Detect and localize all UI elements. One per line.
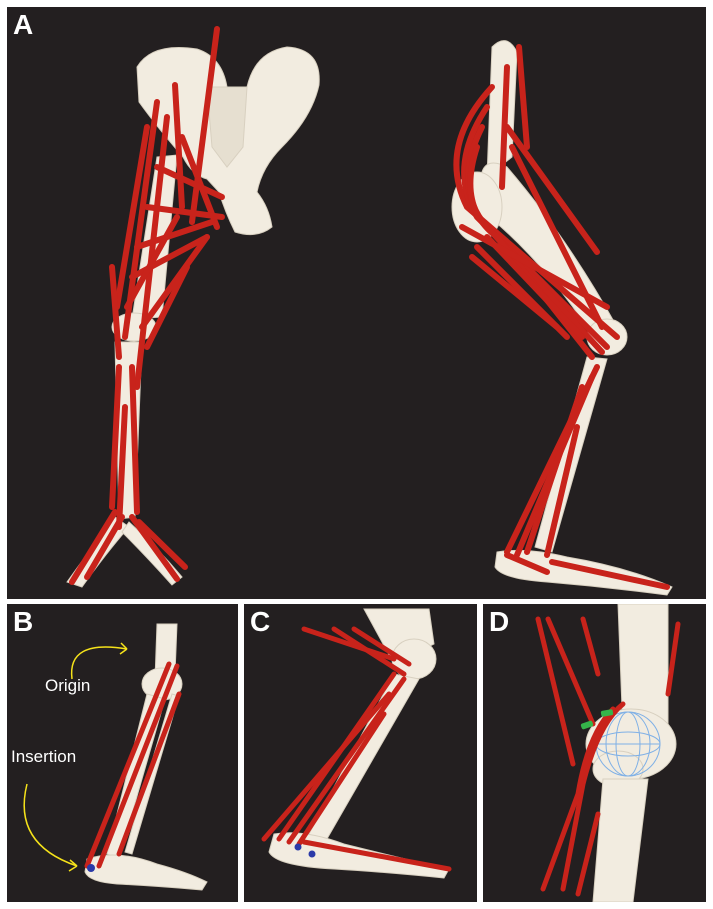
insertion-arrow bbox=[24, 784, 77, 866]
panel-a-illustration bbox=[7, 7, 706, 599]
insertion-label: Insertion bbox=[11, 747, 76, 767]
panel-d: D bbox=[483, 604, 706, 902]
panel-a-label: A bbox=[13, 9, 33, 41]
insertion-point-marker bbox=[87, 864, 95, 872]
panel-d-illustration bbox=[483, 604, 706, 902]
origin-arrow bbox=[72, 647, 127, 679]
panel-a: A bbox=[7, 7, 706, 599]
tibia-c bbox=[309, 674, 419, 844]
origin-label: Origin bbox=[45, 676, 90, 696]
panel-b: B Origin Insertion bbox=[7, 604, 238, 902]
panel-c-label: C bbox=[250, 606, 270, 638]
front-view-skeleton bbox=[67, 47, 319, 587]
tibia-d bbox=[593, 779, 648, 902]
panel-c: C bbox=[244, 604, 477, 902]
foot-side bbox=[495, 550, 672, 595]
panel-d-skeleton bbox=[586, 604, 676, 902]
panel-c-illustration bbox=[244, 604, 477, 902]
panel-b-label: B bbox=[13, 606, 33, 638]
foot-c bbox=[269, 833, 449, 878]
panel-d-label: D bbox=[489, 606, 509, 638]
